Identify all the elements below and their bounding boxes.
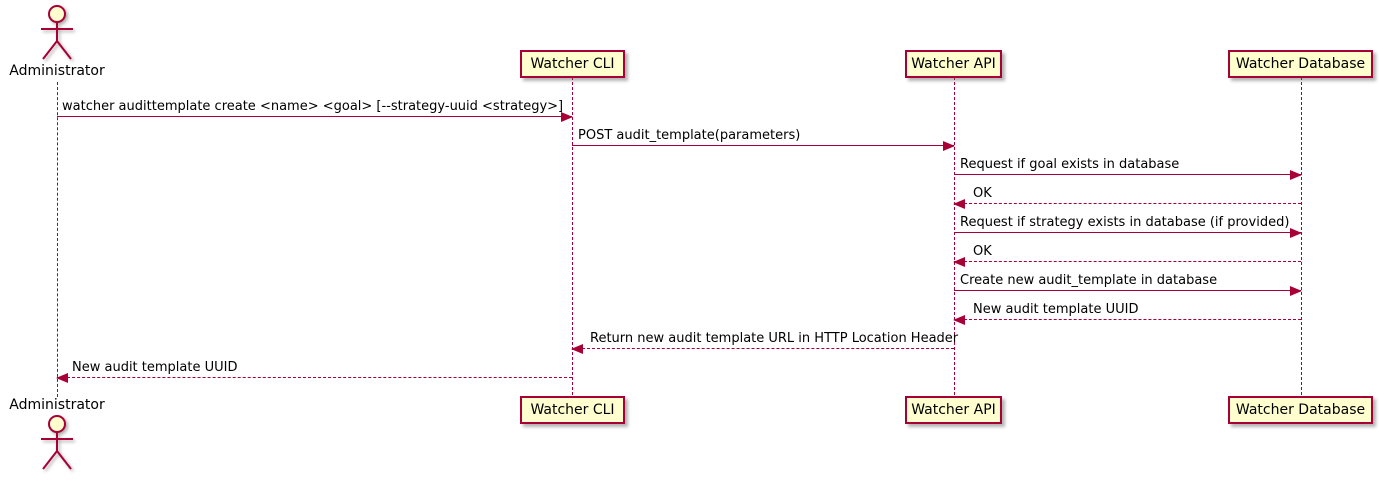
message-post-audit-template: POST audit_template(parameters)	[572, 126, 955, 151]
message-label: Create new audit_template in database	[960, 273, 1218, 288]
message-label: OK	[973, 244, 992, 259]
message-line	[572, 348, 954, 349]
message-ok-goal: OK	[953, 184, 1301, 209]
participant-label: Watcher API	[911, 56, 996, 72]
participant-label: Watcher API	[911, 402, 996, 418]
participant-watcher-api-top: Watcher API	[905, 50, 1002, 78]
message-line	[572, 145, 954, 146]
arrowhead-icon	[571, 344, 583, 354]
message-label: New audit template UUID	[973, 302, 1139, 317]
message-new-uuid-from-db: New audit template UUID	[953, 300, 1301, 325]
message-request-goal-exists: Request if goal exists in database	[954, 155, 1302, 180]
message-line	[954, 174, 1301, 175]
arrowhead-icon	[1290, 170, 1302, 180]
message-label: POST audit_template(parameters)	[578, 128, 801, 143]
message-return-url-location-header: Return new audit template URL in HTTP Lo…	[571, 329, 958, 354]
message-line	[57, 377, 572, 378]
participant-watcher-api-bottom: Watcher API	[905, 396, 1002, 424]
arrowhead-icon	[1290, 286, 1302, 296]
message-create-in-database: Create new audit_template in database	[954, 271, 1302, 296]
message-label: OK	[973, 186, 992, 201]
participant-label: Watcher Database	[1235, 56, 1366, 72]
actor-label-top: Administrator	[9, 63, 105, 79]
lifeline-watcher-api	[954, 77, 955, 395]
message-label: New audit template UUID	[72, 360, 238, 375]
lifeline-administrator	[57, 82, 58, 397]
participant-label: Watcher Database	[1235, 402, 1366, 418]
arrowhead-icon	[56, 373, 68, 383]
message-line	[954, 319, 1301, 320]
lifeline-watcher-cli	[572, 77, 573, 395]
message-new-uuid-to-admin: New audit template UUID	[56, 358, 572, 383]
message-line	[954, 232, 1301, 233]
message-label: Request if goal exists in database	[960, 157, 1180, 172]
message-line	[57, 116, 572, 117]
actor-icon	[41, 5, 73, 60]
participant-watcher-cli-top: Watcher CLI	[520, 50, 625, 78]
actor-label-bottom: Administrator	[9, 397, 105, 413]
message-ok-strategy: OK	[953, 242, 1301, 267]
participant-watcher-cli-bottom: Watcher CLI	[520, 396, 625, 424]
message-label: watcher audittemplate create <name> <goa…	[62, 99, 564, 114]
message-label: Return new audit template URL in HTTP Lo…	[590, 331, 959, 346]
participant-label: Watcher CLI	[530, 56, 615, 72]
arrowhead-icon	[953, 315, 965, 325]
message-create-audittemplate: watcher audittemplate create <name> <goa…	[57, 97, 573, 122]
message-line	[954, 203, 1301, 204]
message-label: Request if strategy exists in database (…	[960, 215, 1290, 230]
participant-watcher-database-bottom: Watcher Database	[1228, 396, 1373, 424]
arrowhead-icon	[943, 141, 955, 151]
message-line	[954, 261, 1301, 262]
arrowhead-icon	[953, 257, 965, 267]
message-line	[954, 290, 1301, 291]
participant-label: Watcher CLI	[530, 402, 615, 418]
arrowhead-icon	[953, 199, 965, 209]
participant-watcher-database-top: Watcher Database	[1228, 50, 1373, 78]
arrowhead-icon	[561, 112, 573, 122]
actor-icon	[41, 415, 73, 470]
message-request-strategy-exists: Request if strategy exists in database (…	[954, 213, 1302, 238]
arrowhead-icon	[1290, 228, 1302, 238]
